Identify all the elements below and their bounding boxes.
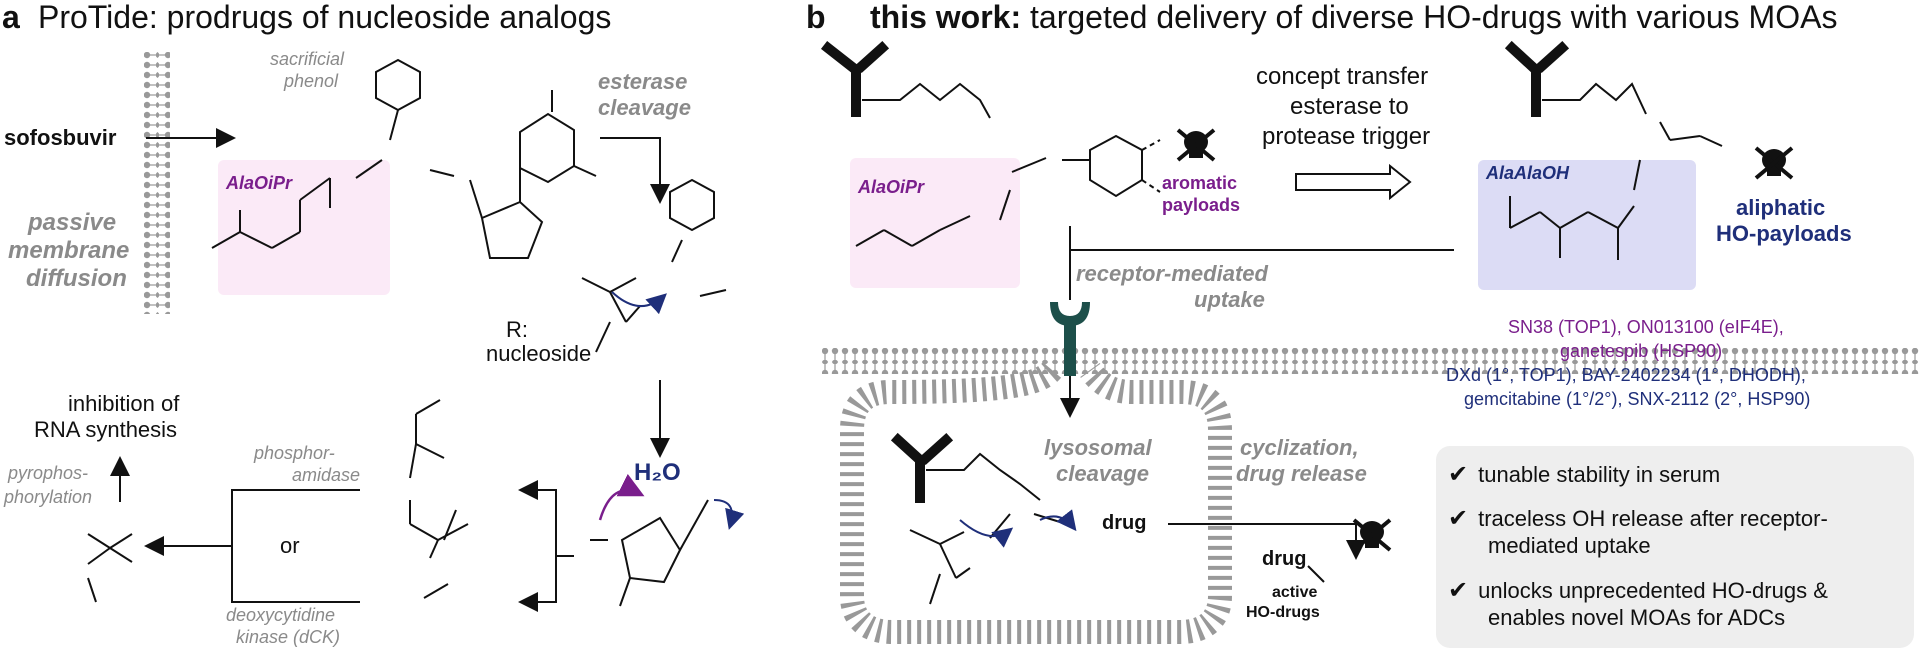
or-label: or xyxy=(280,533,300,558)
phosphoramidate-structure xyxy=(409,399,469,599)
concept-label-3: protease trigger xyxy=(1262,123,1431,150)
concept-label-1: concept transfer xyxy=(1256,63,1429,90)
linker-2 xyxy=(1542,82,1647,115)
antibody-3 xyxy=(890,432,954,503)
checkmark-icon: ✔ xyxy=(1448,461,1469,488)
feature-text-2a: traceless OH release after receptor- xyxy=(1478,506,1828,531)
active-label-2: HO-drugs xyxy=(1246,604,1320,621)
concept-label-2: esterase to xyxy=(1290,93,1409,120)
panel-b-title: this work: targeted delivery of diverse … xyxy=(870,0,1837,35)
sofosbuvir-label: sofosbuvir xyxy=(4,125,117,150)
cyclization-label-2: drug release xyxy=(1236,461,1367,486)
active-label-1: active xyxy=(1272,584,1318,601)
payload-list-purple-2: ganetespib (HSP90) xyxy=(1560,341,1723,361)
alaalaoh-label: AlaAlaOH xyxy=(1486,163,1570,183)
feature-item-1: ✔ tunable stability in serum xyxy=(1448,461,1721,488)
esterase-label-2: cleavage xyxy=(598,95,691,120)
intermediate-1 xyxy=(581,178,727,353)
membrane-vertical xyxy=(144,52,170,314)
concept-transfer-arrow xyxy=(1295,163,1412,201)
phosphoramidase-label-1: phosphor- xyxy=(254,443,335,463)
panel-b-title-bold: this work: xyxy=(870,0,1022,35)
drug-label-released: drug xyxy=(1262,548,1307,570)
panel-b-letter: b xyxy=(806,0,826,35)
payload-aliphatic xyxy=(1509,121,1723,260)
drug-label-inside: drug xyxy=(1102,512,1147,534)
pyrophos-label-1: pyrophos- xyxy=(8,463,89,483)
feature-text-1: tunable stability in serum xyxy=(1478,462,1721,487)
payload-list-navy-1: DXd (1°, TOP1), BAY-2402234 (1°, DHODH), xyxy=(1446,365,1806,385)
phosphoramidase-label-2: amidase xyxy=(292,465,361,485)
aromatic-label-1: aromatic xyxy=(1162,173,1238,193)
r-label-1: R: xyxy=(506,317,528,342)
cell-membrane-bottom xyxy=(822,362,1920,374)
skull-icon-1 xyxy=(1176,128,1216,162)
features-box xyxy=(1436,446,1914,648)
panel-a-letter: a xyxy=(2,0,20,35)
aliphatic-label-1: aliphatic xyxy=(1736,195,1826,220)
phosphate-structure xyxy=(87,533,133,603)
h2o-label: H₂O xyxy=(634,459,681,486)
passive-label-2: membrane xyxy=(8,237,130,264)
lysosome-intermediate xyxy=(909,513,1061,605)
alaoipr-label-a: AlaOiPr xyxy=(226,173,293,193)
alaoipr-highlight-box xyxy=(218,160,390,295)
feature-item-2: ✔ traceless OH release after receptor- xyxy=(1448,505,1828,532)
receptor xyxy=(1050,302,1090,376)
dck-label-1: deoxycytidine xyxy=(226,605,336,625)
aromatic-label-2: payloads xyxy=(1162,195,1241,215)
lysosome-vesicle xyxy=(840,361,1232,644)
feature-text-2b: mediated uptake xyxy=(1488,533,1651,558)
alaoipr-label-b: AlaOiPr xyxy=(858,177,925,197)
feature-text-3b: enables novel MOAs for ADCs xyxy=(1488,605,1786,630)
passive-label-3: diffusion xyxy=(26,265,127,292)
alaoipr-highlight-box-b xyxy=(850,158,1020,288)
receptor-label-1: receptor-mediated xyxy=(1076,261,1268,286)
sacrificial-label-1: sacrificial xyxy=(270,49,345,69)
skull-icon-3 xyxy=(1352,518,1392,552)
skull-icon-2 xyxy=(1754,146,1794,180)
pyrophos-label-2: phorylation xyxy=(4,487,93,507)
cyclization-label-1: cyclization, xyxy=(1240,435,1359,460)
feature-item-3: ✔ unlocks unprecedented HO-drugs & xyxy=(1448,577,1828,604)
dck-label-2: kinase (dCK) xyxy=(236,627,341,647)
payload-list-purple-1: SN38 (TOP1), ON013100 (eIF4E), xyxy=(1508,317,1784,337)
sofosbuvir-structure xyxy=(211,58,597,259)
esterase-label-1: esterase xyxy=(598,69,688,94)
inhibition-label-1: inhibition of xyxy=(68,391,180,416)
cyclic-intermediate xyxy=(590,499,709,607)
passive-label-1: passive xyxy=(28,209,117,236)
antibody-2 xyxy=(1504,40,1570,117)
checkmark-icon: ✔ xyxy=(1448,577,1469,604)
panel-a-title: ProTide: prodrugs of nucleoside analogs xyxy=(38,0,612,35)
aliphatic-label-2: HO-payloads xyxy=(1716,221,1852,246)
sacrificial-label-2: phenol xyxy=(284,71,339,91)
antibody-1 xyxy=(820,40,890,117)
linker-3 xyxy=(926,452,1041,501)
panel-b-title-rest: targeted delivery of diverse HO-drugs wi… xyxy=(1030,0,1838,35)
payload-aromatic xyxy=(855,134,1161,247)
receptor-label-2: uptake xyxy=(1194,287,1265,312)
lysosomal-label-2: cleavage xyxy=(1056,461,1149,486)
r-label-2: nucleoside xyxy=(486,341,592,366)
checkmark-icon: ✔ xyxy=(1448,505,1469,532)
feature-text-3a: unlocks unprecedented HO-drugs & xyxy=(1478,578,1828,603)
lysosomal-label-1: lysosomal xyxy=(1044,435,1152,460)
inhibition-label-2: RNA synthesis xyxy=(34,417,178,442)
payload-list-navy-2: gemcitabine (1°/2°), SNX-2112 (2°, HSP90… xyxy=(1464,389,1811,409)
linker-1 xyxy=(862,82,991,119)
cell-membrane-top xyxy=(822,348,1920,362)
